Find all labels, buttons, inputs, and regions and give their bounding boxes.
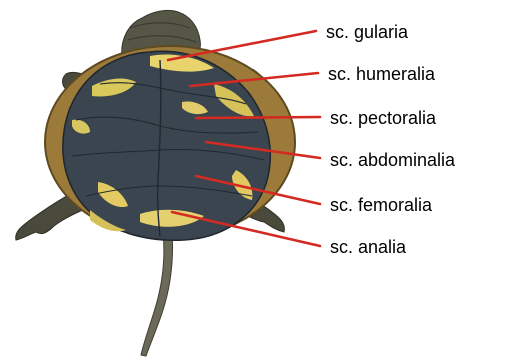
- label-analia: sc. analia: [330, 237, 407, 257]
- label-gularia: sc. gularia: [326, 22, 409, 42]
- label-humeralia: sc. humeralia: [328, 64, 436, 84]
- pointer-line-pectoralia: [196, 117, 320, 118]
- turtle-tail: [141, 232, 173, 356]
- turtle-illustration: [16, 10, 295, 356]
- label-pectoralia: sc. pectoralia: [330, 108, 437, 128]
- scute-labels: sc. gularia sc. humeralia sc. pectoralia…: [326, 22, 456, 257]
- label-femoralia: sc. femoralia: [330, 195, 433, 215]
- label-abdominalia: sc. abdominalia: [330, 150, 456, 170]
